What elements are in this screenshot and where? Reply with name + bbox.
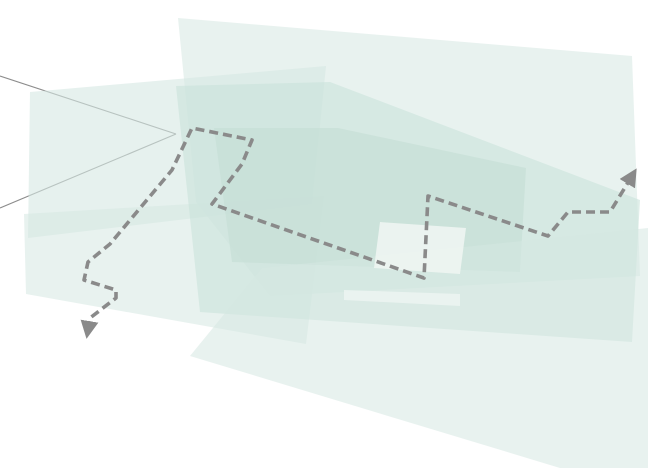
center-highlight bbox=[374, 222, 466, 274]
